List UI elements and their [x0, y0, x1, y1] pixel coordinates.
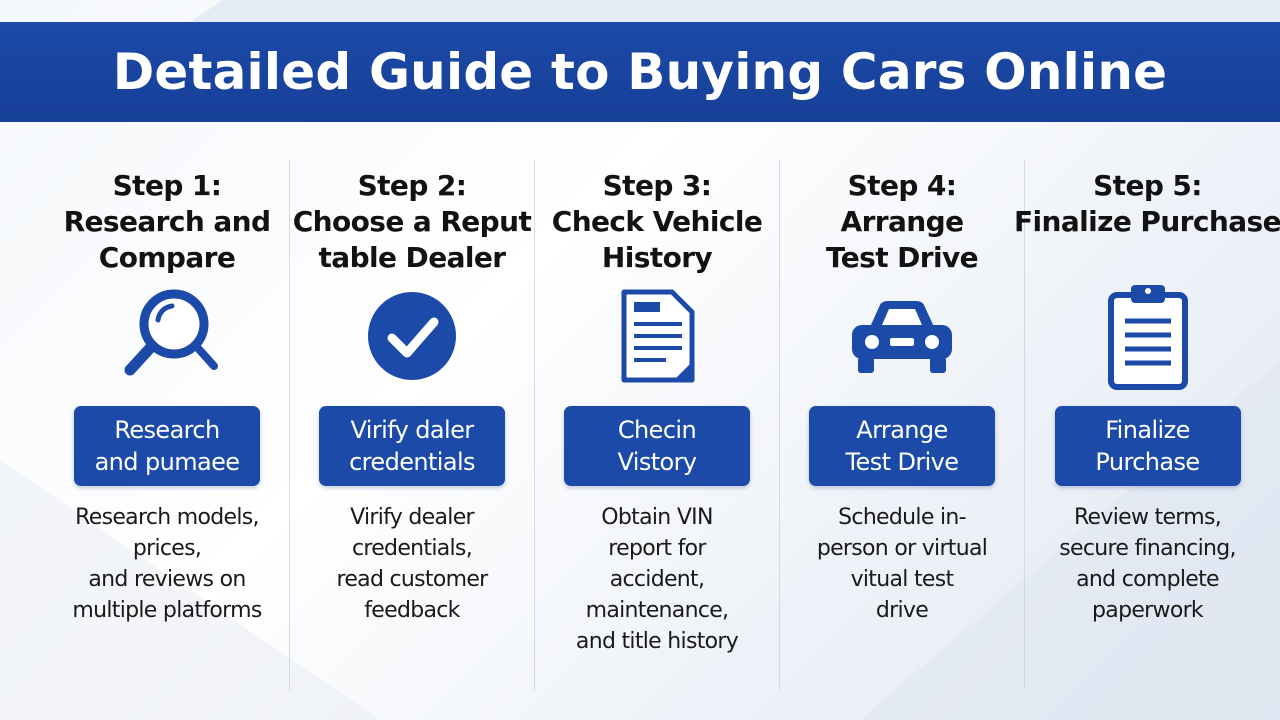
- step-3-description: Obtain VIN report for accident, maintena…: [575, 505, 739, 654]
- step-1-description: Research models, prices, and reviews on …: [72, 505, 262, 623]
- steps-row: Step 1: Research and Compare Research an…: [45, 160, 1280, 690]
- arrange-test-drive-button[interactable]: Arrange Test Drive: [809, 406, 995, 486]
- checkmark-circle-icon: [352, 280, 472, 392]
- research-compare-button[interactable]: Research and pumaee: [74, 406, 260, 486]
- background-stripe: [190, 0, 1280, 22]
- document-icon: [597, 280, 717, 392]
- step-1-heading: Step 1: Research and Compare: [63, 169, 271, 274]
- step-2-description: Virify dealer credentials, read customer…: [336, 505, 488, 623]
- step-1-column: Step 1: Research and Compare Research an…: [45, 160, 289, 690]
- magnifier-icon: [107, 280, 227, 392]
- step-5-heading: Step 5: Finalize Purchase: [1014, 169, 1280, 238]
- title-banner: Detailed Guide to Buying Cars Online: [0, 22, 1280, 122]
- step-4-heading: Step 4: Arrange Test Drive: [825, 169, 979, 274]
- car-icon: [842, 280, 962, 392]
- step-4-description: Schedule in- person or virtual vitual te…: [816, 505, 988, 623]
- step-3-heading: Step 3: Check Vehicle History: [551, 169, 763, 274]
- check-history-button[interactable]: Checin Vistory: [564, 406, 750, 486]
- step-2-column: Step 2: Choose a Reput table Dealer Viri…: [289, 160, 534, 690]
- page-title: Detailed Guide to Buying Cars Online: [112, 43, 1168, 101]
- step-4-column: Step 4: Arrange Test Drive Arrange Test …: [779, 160, 1024, 690]
- finalize-purchase-button[interactable]: Finalize Purchase: [1054, 406, 1241, 486]
- clipboard-icon: [1088, 280, 1208, 392]
- step-2-heading: Step 2: Choose a Reput table Dealer: [292, 169, 532, 274]
- step-5-column: Step 5: Finalize Purchase Finalize Purch…: [1014, 160, 1280, 690]
- step-5-description: Review terms, secure financing, and comp…: [1059, 505, 1236, 623]
- step-3-column: Step 3: Check Vehicle History Checin Vis…: [534, 160, 779, 690]
- verify-dealer-button[interactable]: Virify daler credentials: [319, 406, 505, 486]
